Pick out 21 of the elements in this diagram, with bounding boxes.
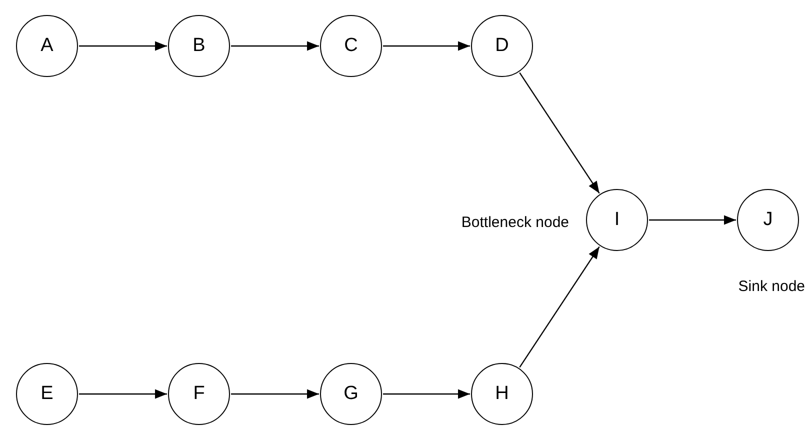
node-caption: Bottleneck node (461, 214, 569, 231)
node-label: A (40, 35, 54, 57)
node-caption: Sink node (738, 278, 805, 295)
arrow (383, 41, 470, 51)
arrow (519, 246, 600, 368)
arrow (649, 215, 736, 225)
node-label: B (192, 35, 206, 57)
node-label: D (495, 35, 509, 57)
node-label: H (495, 383, 509, 405)
node-label: F (193, 383, 205, 405)
arrow (79, 389, 167, 399)
arrow (231, 41, 319, 51)
node-label: J (763, 209, 773, 231)
node-label: E (40, 383, 54, 405)
arrow (519, 72, 600, 194)
arrow (383, 389, 470, 399)
arrow (231, 389, 319, 399)
node-label: C (344, 35, 358, 57)
arrow (79, 41, 167, 51)
node-label: I (614, 209, 620, 231)
node-label: G (344, 383, 358, 405)
